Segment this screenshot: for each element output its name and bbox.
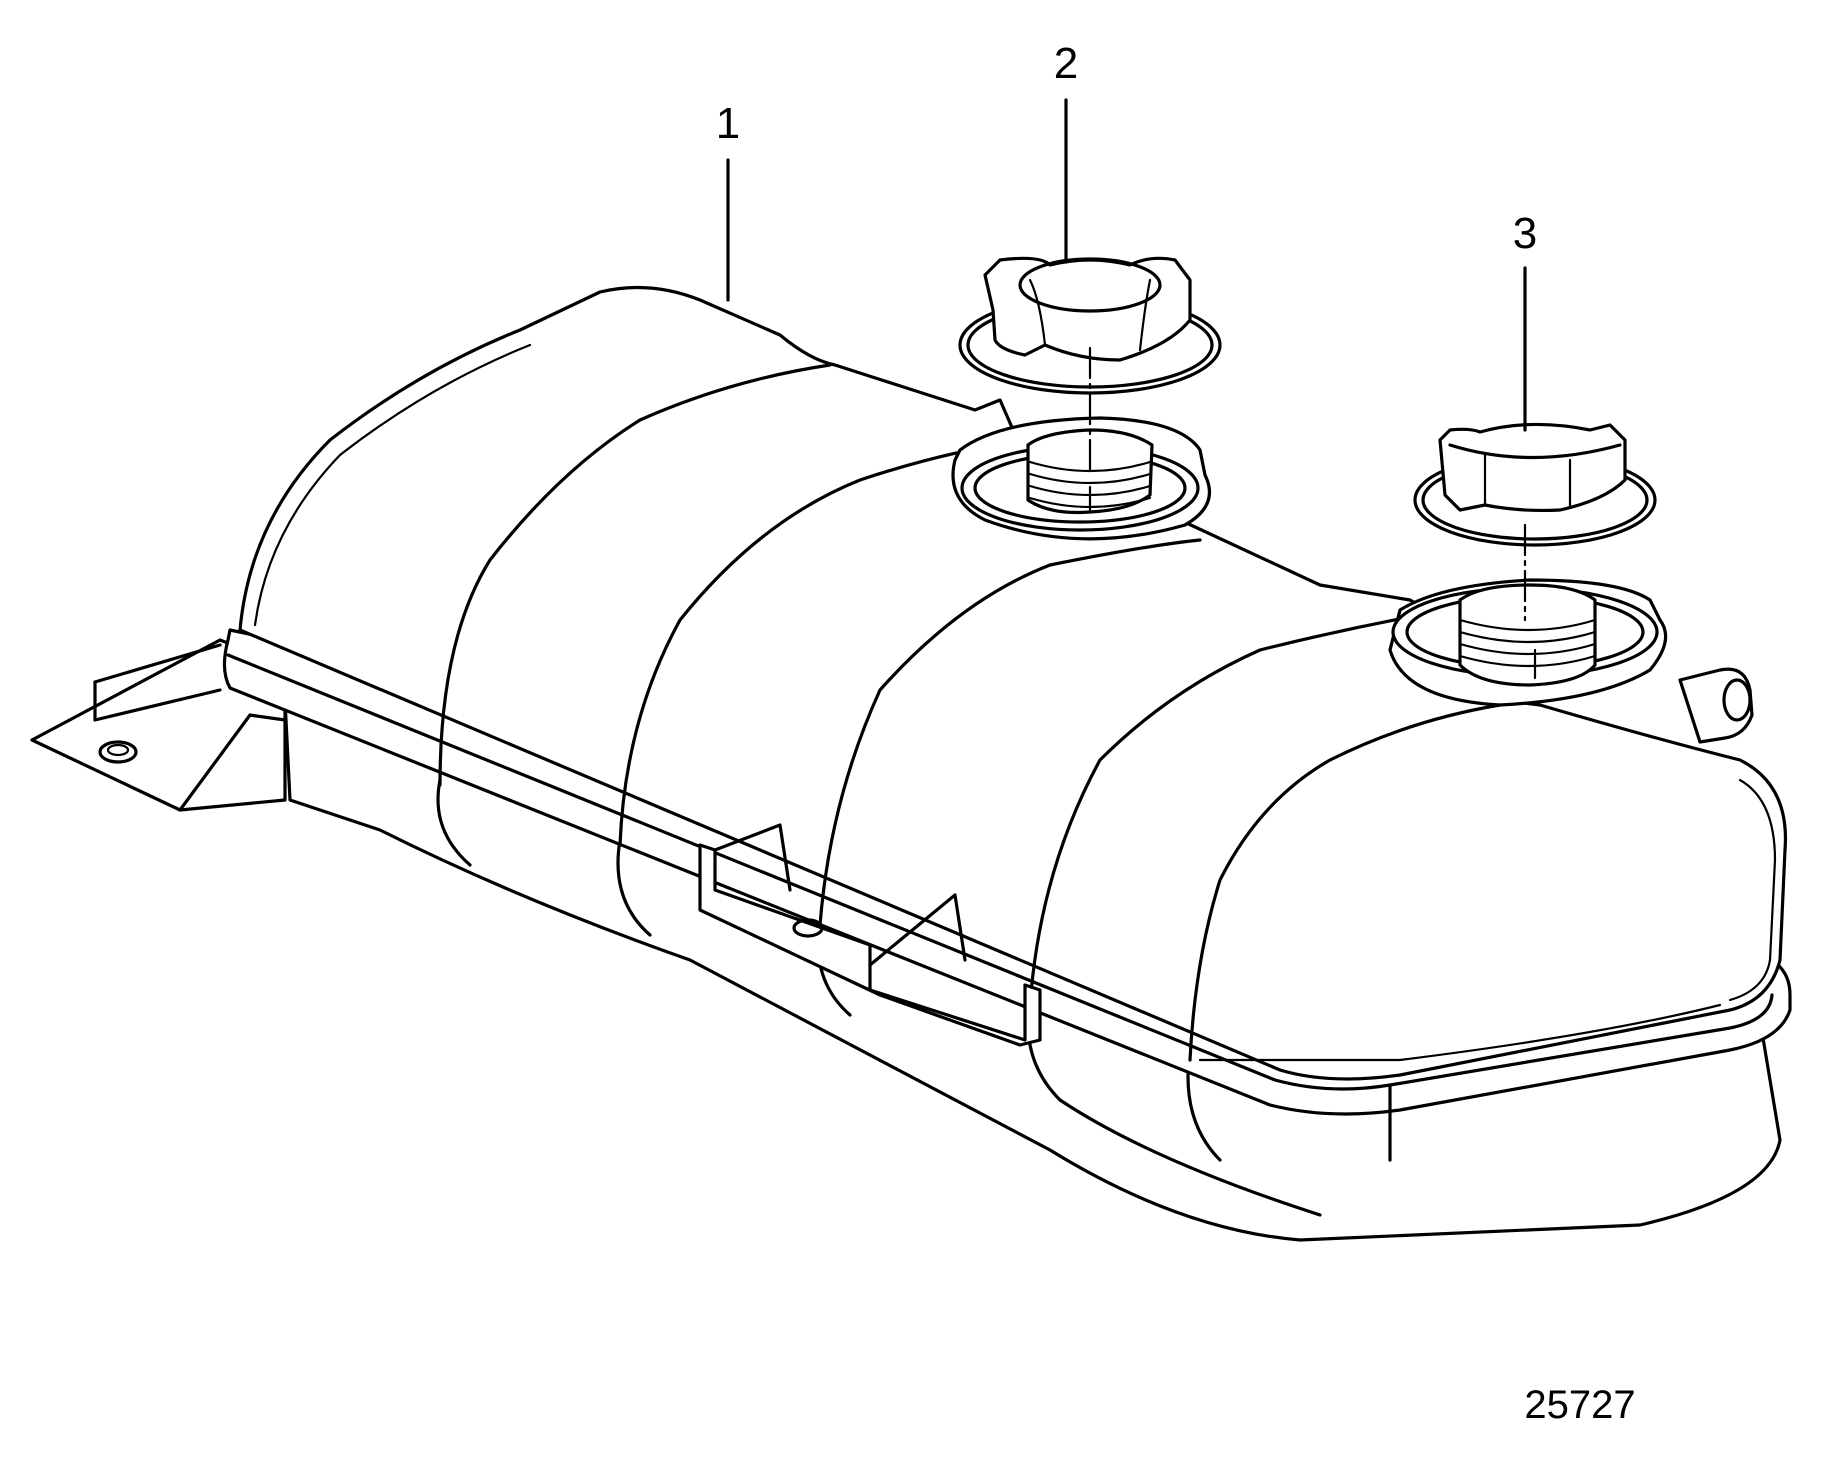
pressure-neck [1388, 578, 1668, 707]
callout-3: 3 [1513, 209, 1537, 258]
filler-neck [951, 416, 1212, 541]
figure-number: 25727 [1524, 1383, 1635, 1427]
assembly-lines [1088, 346, 1527, 622]
outlet-pipe [1678, 667, 1754, 744]
filler-cap [958, 256, 1222, 395]
expansion-tank-body [222, 285, 1792, 1242]
left-mounting-bracket [30, 638, 287, 812]
callout-1: 1 [716, 99, 740, 148]
middle-mounting-bracket [698, 823, 1042, 1047]
callout-2: 2 [1054, 39, 1078, 88]
pressure-cap [1413, 422, 1657, 547]
